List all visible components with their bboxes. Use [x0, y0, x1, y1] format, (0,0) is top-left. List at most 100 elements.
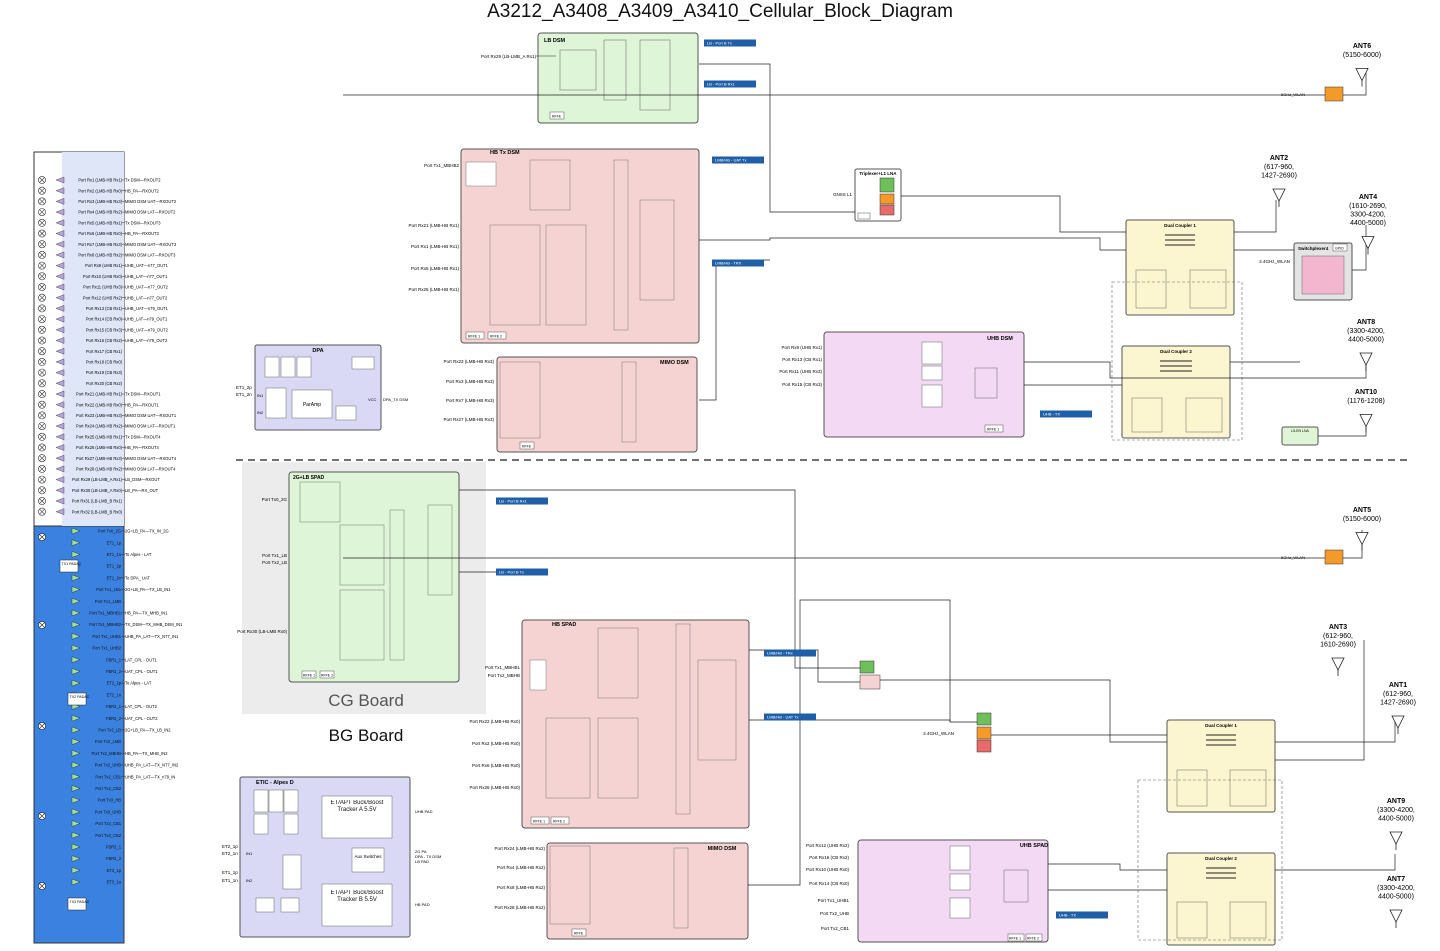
svg-text:RFFE 1: RFFE 1 [533, 820, 545, 824]
rx-port-row: Port Rx25 (LMB-HB Rx1)Tx DSM—RXOUT4 [38, 432, 161, 441]
tx-port-row: ET3_1n [71, 878, 122, 886]
uhb-dsm-module: UHB DSM RFFE 1 [823, 331, 1025, 438]
uhb-dsm-title: UHB DSM [987, 336, 1013, 342]
hb-spad-tx2: Port Tx2_MBHB [488, 673, 520, 678]
svg-text:TX2 PADAC: TX2 PADAC [70, 695, 90, 699]
rx-port-label: Port Rx18 (CB Rx0) [86, 360, 123, 365]
filter-blocks-bottom [859, 660, 992, 753]
rx-port-label: Port Rx7 (LMB-HB Rx3) [78, 242, 122, 247]
rx-port-label: Port Rx30 (LB-LMB_A Rx0) [72, 488, 123, 493]
svg-text:ANT5: ANT5 [1353, 507, 1371, 514]
antenna-ant3: ANT3(612-960,1610-2690) [1320, 624, 1356, 676]
rx-port-row: Port Rx24 (LMB-HB Rx2)MIMO DSM LAT—RXOUT… [38, 422, 176, 430]
rx-port-net: MIMO DSM LAT—RXOUT3 [125, 253, 176, 258]
cg-board-label: CG Board [328, 691, 404, 710]
net-label: LB - Port B Tx [704, 39, 756, 47]
lna-icon [55, 444, 65, 451]
rx-port-row: Port Rx17 (CB Rx1) [38, 347, 123, 356]
padac-box: TX3 PADAC [67, 897, 90, 911]
rx-port-net: MIMO DSM LAT—RXOUT4 [125, 467, 176, 472]
antenna-ant4: ANT4(1610-2690,3300-4200,4400-5000) [1349, 194, 1387, 255]
tx-port-row: Port Tx1_UHB2 [71, 644, 122, 652]
tx-port-label: Port Tx2_LB [98, 728, 121, 733]
mimo-bot-port-1: Port Rx24 (LMB-HB Rx2) [494, 846, 545, 851]
tx-port-net: UAT_CPL - OUT1 [125, 669, 158, 674]
lna-icon [55, 508, 65, 515]
tx-port-net: To Alpes - LAT [125, 552, 152, 557]
rx-port-net: HB_PA—RXOUT3 [125, 231, 160, 236]
rx-port-row: Port Rx21 (LMB-HB Rx1)Tx DSM—RXOUT1 [38, 390, 161, 398]
tx-port-net: To DPA_ UAT [125, 575, 150, 580]
rx-port-net: Tx DSM—RXOUT2 [125, 178, 161, 183]
wlan-filters [1324, 86, 1344, 565]
tx-port-label: ET1_2n [107, 575, 122, 580]
rx-port-row: Port Rx18 (CB Rx0) [38, 357, 123, 366]
pa-icon [71, 668, 81, 675]
dual-coupler-bot-1: Dual Coupler 1 [1166, 719, 1276, 813]
svg-text:UHB - TX: UHB - TX [1043, 412, 1060, 417]
rx-port-label: Port Rx12 (UHB Rx2) [83, 295, 123, 300]
lna-icon [55, 487, 65, 494]
antenna-ant7: ANT7(3300-4200,4400-5000) [1377, 876, 1415, 928]
svg-text:ANT9: ANT9 [1387, 798, 1405, 805]
padac-box: TX1 PADAC [59, 559, 82, 573]
net-label: LMB/HB - UAT Tx [764, 713, 816, 721]
lna-icon [55, 465, 65, 473]
svg-text:RFFE 2: RFFE 2 [321, 674, 333, 678]
pa-icon [71, 714, 81, 722]
svg-text:Dual Coupler 2: Dual Coupler 2 [1205, 856, 1237, 861]
rx-port-row: Port Rx30 (LB-LMB_A Rx0)LB_PA—RX_OUT [38, 486, 159, 495]
rx-port-label: Port Rx20 (CB Rx2) [86, 381, 123, 386]
tx-port-row: Port Tx2_CB2 [71, 785, 122, 792]
rx-port-label: Port Rx31 (LB-LMB_B Rx1) [72, 499, 123, 504]
rx-port-label: Port Rx26 (LMB-HB Rx0) [76, 445, 123, 450]
tx-port-label: ET2_1p [107, 681, 122, 686]
rx-port-label: Port Rx13 (CB Rx1) [86, 306, 123, 311]
svg-text:LMB/HB - UAT Tx: LMB/HB - UAT Tx [767, 715, 799, 720]
tx-port-row: Port Tx3_UHB [71, 808, 121, 816]
hb-tx-dsm-rffe2: RFFE 2 [490, 335, 502, 339]
rx-port-net: MIMO DSM UAT—RXOUT3 [125, 242, 177, 247]
pa-icon [71, 750, 81, 757]
svg-text:UHB - TX: UHB - TX [1059, 913, 1076, 918]
svg-text:ANT7: ANT7 [1387, 876, 1405, 883]
net-label: LB - Port B Tx [496, 568, 548, 576]
rx-port-row: Port Rx31 (LB-LMB_B Rx1) [38, 497, 123, 505]
pa-icon [71, 796, 81, 804]
uhb-dsm-port-4: Port Rx15 (CB Rx3) [782, 382, 822, 387]
etic-out-hb: HB PAD [415, 902, 430, 907]
antenna-ant1: ANT1(612-960,1427-2690) [1380, 682, 1416, 734]
rx-port-row: Port Rx23 (LMB-HB Rx3)MIMO DSM UAT—RXOUT… [38, 411, 177, 420]
svg-text:RFFE: RFFE [574, 932, 584, 936]
hb-tx-dsm-port-tx: Port Tx1_MBHB2 [424, 163, 459, 168]
tx-port-label: Port Tx1_LB1 [96, 587, 122, 592]
pa-icon [71, 808, 81, 816]
svg-text:ANT6: ANT6 [1353, 43, 1371, 50]
hb-tx-dsm-port-3: Port Rx5 (LMB-HB Rx1) [411, 266, 460, 271]
rx-port-net: LB_PA—RX_OUT [125, 488, 159, 493]
rx-port-label: Port Rx21 (LMB-HB Rx1) [76, 392, 123, 397]
pa-icon [71, 761, 81, 769]
lna-icon [55, 433, 65, 441]
svg-text:(3300-4200,: (3300-4200, [1347, 328, 1385, 335]
rx-port-label: Port Rx9 (UHB Rx1) [85, 263, 122, 268]
pa-icon [71, 679, 81, 687]
tx-port-net: TX_DSM—TX_MHB_DSM_IN1 [125, 622, 183, 627]
antenna-icon [1391, 715, 1405, 729]
rx-port-label: Port Rx25 (LMB-HB Rx1) [76, 434, 123, 439]
svg-text:(5150-6000): (5150-6000) [1343, 516, 1381, 523]
etic-module: ETIC - Alpes D Aux Switches IN1 IN2 [239, 776, 411, 938]
svg-text:LB - Port B Rx1: LB - Port B Rx1 [499, 499, 528, 504]
rx-port-row: Port Rx28 (LMB-HB Rx2)MIMO DSM LAT—RXOUT… [38, 464, 176, 473]
pa-icon [71, 726, 81, 734]
svg-text:4400-5000): 4400-5000) [1348, 337, 1384, 344]
dpa-et1-2p: ET1_2p [236, 385, 252, 390]
etic-out-uhb: UHB PAD [415, 809, 433, 814]
svg-text:(3300-4200,: (3300-4200, [1377, 807, 1415, 814]
cg-port-rx30: Port Rx30 (LB-LMB Rx0) [237, 629, 287, 634]
hb-tx-dsm-module: HB Tx DSM RFFE 1 RFFE 2 [460, 148, 700, 344]
tx-port-row: Port Tx1_LMB [71, 597, 121, 605]
